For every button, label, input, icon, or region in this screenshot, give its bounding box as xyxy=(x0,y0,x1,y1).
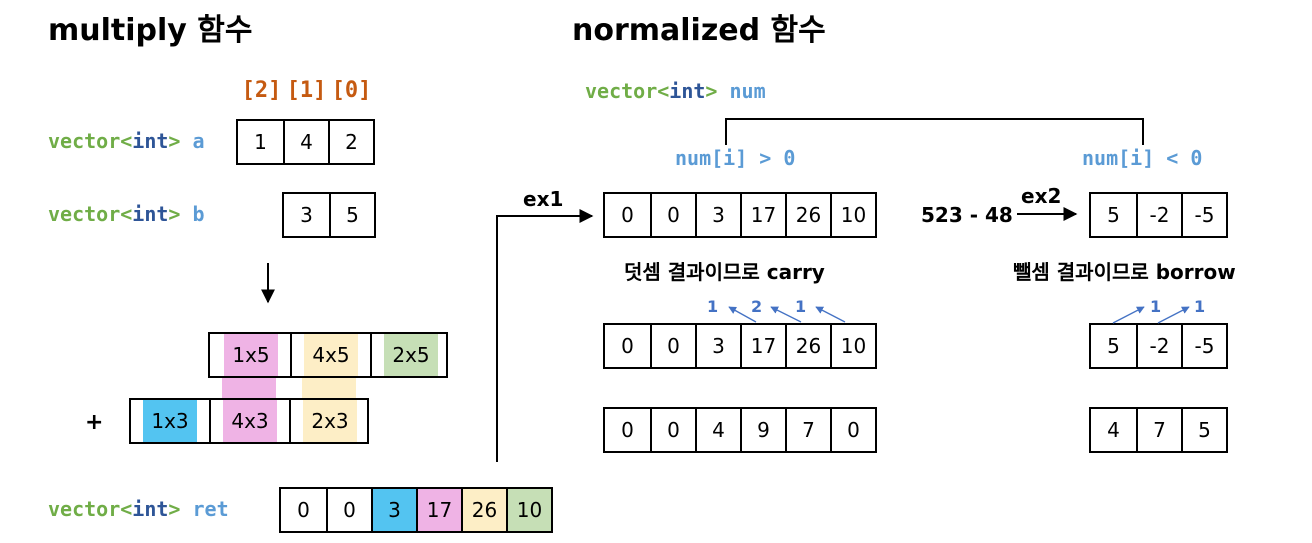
array-cell: 0 xyxy=(830,409,875,451)
array-cell: 5 xyxy=(1181,409,1226,451)
plus-sign: + xyxy=(85,410,104,435)
array-cell: 10 xyxy=(830,194,875,236)
ex1-arrow xyxy=(496,209,594,462)
array-cell: 4 xyxy=(283,121,328,163)
vector-a-array: 1 4 2 xyxy=(236,119,375,165)
vector-b-array: 3 5 xyxy=(282,192,376,238)
array-cell: 0 xyxy=(621,203,634,227)
carry-value: 1 xyxy=(795,297,807,316)
product-row-1: 1x5 4x5 2x5 xyxy=(208,332,448,378)
product-row-2: 1x3 4x3 2x3 xyxy=(129,398,369,444)
array-cell: 0 xyxy=(621,418,634,442)
array-cell: 2 xyxy=(328,121,373,163)
borrow-arrow xyxy=(1157,306,1190,324)
array-cell: 9 xyxy=(740,409,785,451)
array-cell: 5 xyxy=(1107,203,1120,227)
array-cell: 5 xyxy=(329,194,374,236)
array-cell: 3 xyxy=(371,489,416,531)
array-cell: 7 xyxy=(785,409,830,451)
array-cell: -2 xyxy=(1136,194,1181,236)
array-cell: 26 xyxy=(785,194,830,236)
array-cell: -5 xyxy=(1181,194,1226,236)
branch-negative-label: num[i] < 0 xyxy=(1082,146,1203,170)
title-multiply: multiply 함수 xyxy=(48,13,253,48)
array-cell: 17 xyxy=(740,194,785,236)
array-cell: 26 xyxy=(785,325,830,367)
array-cell: 1 xyxy=(254,130,267,154)
positive-carry-array: 0 0 3 17 26 10 xyxy=(603,323,877,369)
positive-result-array: 0 0 4 9 7 0 xyxy=(603,407,877,453)
borrow-value: 1 xyxy=(1150,297,1162,316)
array-cell: 7 xyxy=(1136,409,1181,451)
array-cell: -5 xyxy=(1181,325,1226,367)
vector-ret-array: 0 0 3 17 26 10 xyxy=(279,487,553,533)
carry-value: 2 xyxy=(751,297,763,316)
array-cell: 4 xyxy=(695,409,740,451)
branch-positive-label: num[i] > 0 xyxy=(675,146,796,170)
branch-bracket xyxy=(725,118,1144,145)
array-cell: 17 xyxy=(740,325,785,367)
product-cell: 2x3 xyxy=(303,400,357,442)
product-cell: 4x5 xyxy=(304,334,358,376)
array-cell: 3 xyxy=(695,194,740,236)
carry-value: 1 xyxy=(707,297,719,316)
product-cell: 4x3 xyxy=(223,400,277,442)
array-cell: 0 xyxy=(650,325,695,367)
array-cell: 5 xyxy=(1107,334,1120,358)
carry-arrow xyxy=(815,306,846,323)
product-cell: 1x5 xyxy=(224,334,278,376)
array-cell: 4 xyxy=(1107,418,1120,442)
product-cell: 2x5 xyxy=(384,334,438,376)
array-cell: 10 xyxy=(830,325,875,367)
negative-borrow-array: 5 -2 -5 xyxy=(1089,323,1228,369)
array-cell: 3 xyxy=(300,203,313,227)
array-cell: 10 xyxy=(506,489,551,531)
negative-result-array: 4 7 5 xyxy=(1089,407,1228,453)
array-cell: 26 xyxy=(461,489,506,531)
title-normalized: normalized 함수 xyxy=(572,13,826,48)
array-cell: -2 xyxy=(1136,325,1181,367)
array-cell: 0 xyxy=(297,498,310,522)
negative-input-array: 5 -2 -5 xyxy=(1089,192,1228,238)
array-cell: 0 xyxy=(326,489,371,531)
array-cell: 0 xyxy=(621,334,634,358)
carry-arrow xyxy=(770,306,802,323)
vector-a-label: vector<int> a xyxy=(48,129,205,153)
product-cell: 1x3 xyxy=(143,400,197,442)
positive-input-array: 0 0 3 17 26 10 xyxy=(603,192,877,238)
index-label-1: [1] xyxy=(286,78,327,103)
index-label-2: [2] xyxy=(241,78,282,103)
index-label-0: [0] xyxy=(331,78,372,103)
vector-num-label: vector<int> num xyxy=(585,79,766,103)
highlight-connector-yellow xyxy=(302,378,356,400)
ex2-expression: 523 - 48 xyxy=(921,203,1013,227)
carry-arrow xyxy=(728,306,757,323)
vector-ret-label: vector<int> ret xyxy=(48,497,229,521)
vector-b-label: vector<int> b xyxy=(48,202,205,226)
highlight-connector-pink xyxy=(222,378,276,400)
array-cell: 0 xyxy=(650,409,695,451)
array-cell: 17 xyxy=(416,489,461,531)
array-cell: 0 xyxy=(650,194,695,236)
borrow-arrow xyxy=(1112,306,1145,324)
borrow-caption: 뺄셈 결과이므로 borrow xyxy=(1013,260,1236,284)
array-cell: 3 xyxy=(695,325,740,367)
carry-caption: 덧셈 결과이므로 carry xyxy=(624,260,825,284)
ex1-label: ex1 xyxy=(523,187,564,211)
borrow-value: 1 xyxy=(1194,297,1206,316)
ex2-label: ex2 xyxy=(1021,184,1062,208)
